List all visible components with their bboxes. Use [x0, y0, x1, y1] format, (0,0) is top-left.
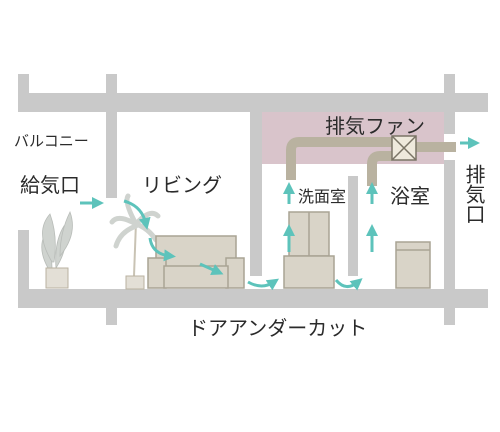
- left-wall-bottom: [18, 230, 29, 308]
- partition-washroom: [250, 112, 262, 276]
- bathroom-label: 浴室: [390, 184, 430, 208]
- floor-slab: [18, 289, 488, 308]
- washroom-label: 洗面室: [298, 187, 346, 206]
- balcony-label: バルコニー: [14, 132, 89, 150]
- right-wall-top: [444, 74, 455, 134]
- exhaust-ducts: [286, 135, 456, 186]
- left-wall-top: [18, 74, 29, 112]
- bathtub-icon: [395, 241, 431, 289]
- partition-living: [106, 74, 117, 198]
- roof-slab: [18, 93, 488, 112]
- living-label: リビング: [142, 173, 222, 197]
- right-wall-bottom: [444, 160, 455, 325]
- building-walls: [18, 74, 488, 325]
- airflow-arrow-undercut-1: [247, 278, 279, 291]
- airflow-arrow-undercut-2: [334, 278, 363, 291]
- airflow-arrow-living-1: [148, 237, 176, 262]
- potted-plant-icon: [41, 210, 73, 289]
- exhaust-outlet-label: 排気口: [462, 164, 486, 224]
- airflow-arrow-down: [123, 199, 151, 230]
- partition-bath: [348, 176, 358, 276]
- sofa-icon: [147, 235, 245, 289]
- airflow-arrows: [80, 137, 480, 291]
- vanity-icon: [283, 211, 335, 289]
- airflow-arrow-living-2: [199, 262, 224, 276]
- exhaust-fan-label: 排気ファン: [325, 114, 425, 138]
- palm-plant-icon: [109, 193, 161, 290]
- door-undercut-label: ドアアンダーカット: [188, 316, 367, 340]
- partition-living-low: [106, 289, 117, 325]
- supply-inlet-label: 給気口: [20, 173, 80, 197]
